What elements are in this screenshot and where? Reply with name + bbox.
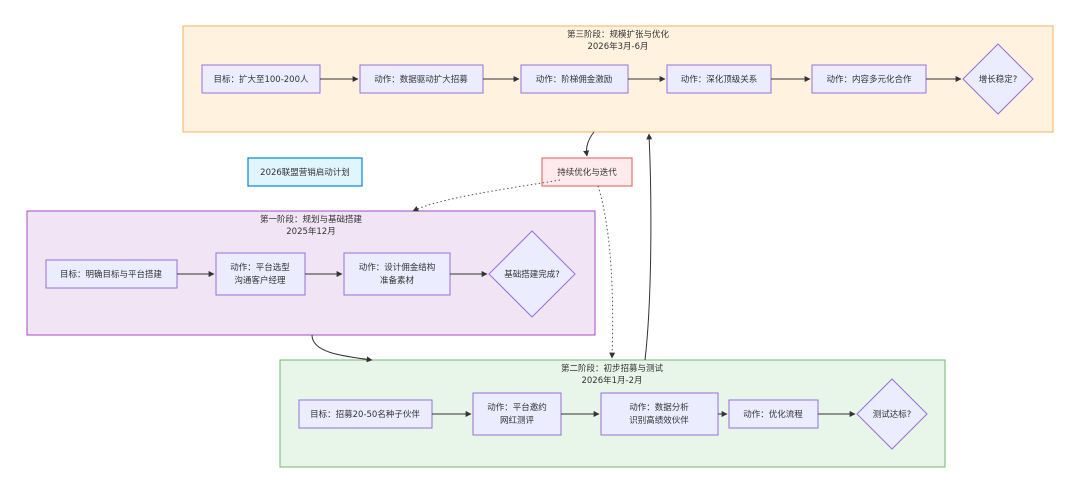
stage3-title: 第三阶段：规模扩张与优化 [567,29,670,40]
stage3-decision-text: 增长稳定? [979,74,1018,85]
stage3-date: 2026年3月-6月 [587,41,648,52]
stage3-action2-node[interactable]: 动作：阶梯佣金激励 [520,64,629,94]
stage2-decision-node[interactable]: 测试达标? [856,378,928,450]
stage2-goal-node[interactable]: 目标：招募20-50名种子伙伴 [298,399,433,429]
stage2-action2-line1: 动作：数据分析 [629,402,689,413]
stage2-date: 2026年1月-2月 [581,375,642,386]
stage3-decision-node[interactable]: 增长稳定? [962,43,1034,115]
stage1-action1-line2: 沟通客户经理 [234,275,286,286]
stage1-action2-line2: 准备素材 [380,275,415,286]
stage2-action3-node[interactable]: 动作：优化流程 [728,399,819,429]
stage1-action2-line1: 动作：设计佣金结构 [359,262,436,273]
stage3-action1-text: 动作：数据驱动扩大招募 [374,74,468,85]
stage1-decision-text: 基础搭建完成? [504,269,560,280]
stage2-action2-node[interactable]: 动作：数据分析 识别高绩效伙伴 [600,392,719,436]
stage2-decision-text: 测试达标? [873,409,912,420]
stage2-title: 第二阶段：初步招募与测试 [561,363,664,374]
stage3-action3-text: 动作：深化顶级关系 [681,74,758,85]
stage1-action1-line1: 动作：平台选型 [230,262,290,273]
stage3-action1-node[interactable]: 动作：数据驱动扩大招募 [359,64,484,94]
stage3-action4-text: 动作：内容多元化合作 [826,74,912,85]
edge-stage1-to-stage2 [311,334,373,363]
stage1-action2-node[interactable]: 动作：设计佣金结构 准备素材 [343,252,451,296]
loop-node[interactable]: 持续优化与迭代 [541,157,633,187]
edge-stage2-to-stage3 [644,133,653,361]
stage2-goal-text: 目标：招募20-50名种子伙伴 [310,409,420,420]
stage1-action1-node[interactable]: 动作：平台选型 沟通客户经理 [215,252,306,296]
stage2-action1-line1: 动作：平台邀约 [487,402,547,413]
stage3-action2-text: 动作：阶梯佣金激励 [536,74,613,85]
edge-stage3-to-loop [583,131,595,157]
loop-text: 持续优化与迭代 [557,167,617,178]
stage3-action3-node[interactable]: 动作：深化顶级关系 [666,64,772,94]
stage1-date: 2025年12月 [286,226,335,237]
stage1-goal-node[interactable]: 目标：明确目标与平台搭建 [45,259,178,289]
stage3-goal-text: 目标：扩大至100-200人 [213,74,309,85]
stage3-goal-node[interactable]: 目标：扩大至100-200人 [201,64,321,94]
stage1-decision-node[interactable]: 基础搭建完成? [488,230,576,318]
stage2-action1-line2: 网红测评 [500,415,535,426]
stage3-action4-node[interactable]: 动作：内容多元化合作 [811,64,927,94]
stage1-goal-text: 目标：明确目标与平台搭建 [60,269,163,280]
edge-loop-to-stage2 [597,185,616,359]
stage2-action2-line2: 识别高绩效伙伴 [629,415,689,426]
start-node[interactable]: 2026联盟营销启动计划 [247,157,363,187]
stage2-action3-text: 动作：优化流程 [743,409,803,420]
start-text: 2026联盟营销启动计划 [260,167,350,178]
edge-loop-to-stage1 [412,179,561,212]
stage2-action1-node[interactable]: 动作：平台邀约 网红测评 [472,392,562,436]
stage1-title: 第一阶段：规划与基础搭建 [260,214,363,225]
